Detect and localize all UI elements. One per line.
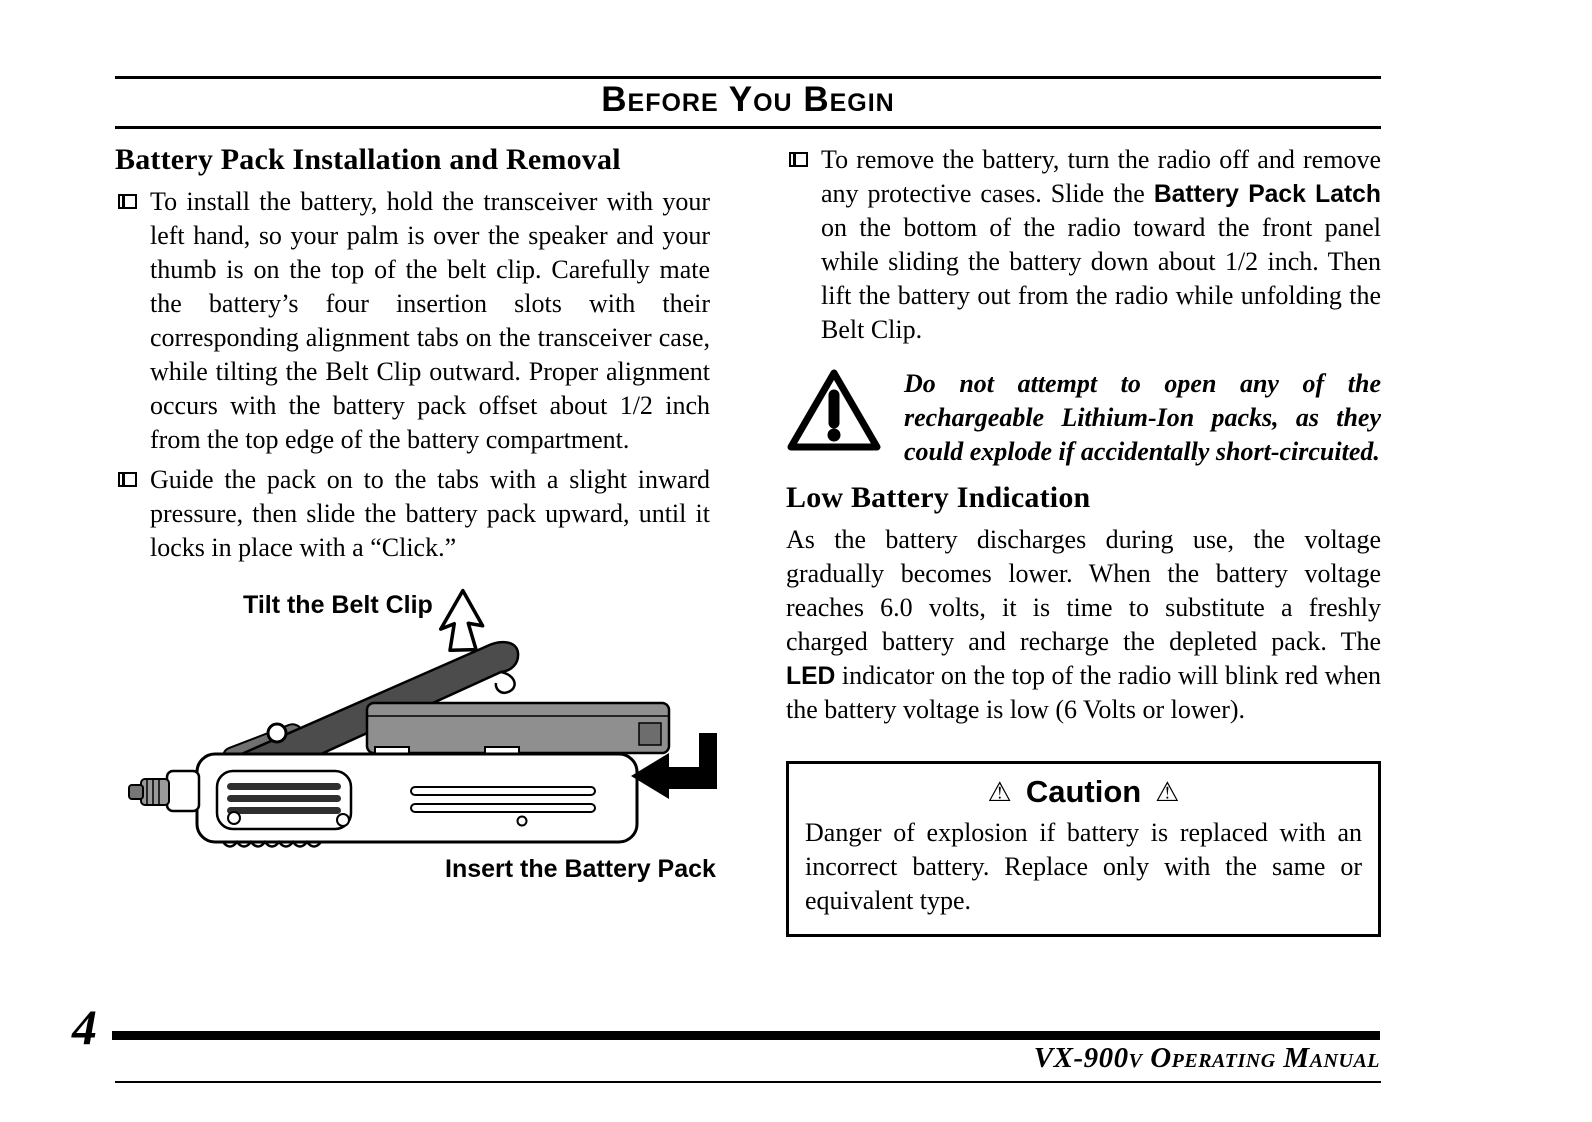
caution-box: ⚠ Caution ⚠ Danger of explosion if batte… — [786, 761, 1381, 938]
section-header: Before You Begin — [115, 76, 1381, 129]
two-column-layout: Battery Pack Installation and Removal To… — [115, 143, 1381, 938]
right-column: To remove the battery, turn the radio of… — [786, 143, 1381, 938]
bullet-text-part: on the bottom of the radio toward the fr… — [821, 213, 1381, 345]
paragraph-part: As the battery discharges during use, th… — [786, 524, 1381, 656]
battery-pack-latch-term: Battery Pack Latch — [1153, 180, 1381, 208]
low-battery-heading: Low Battery Indication — [786, 480, 1091, 514]
list-item: To remove the battery, turn the radio of… — [786, 143, 1381, 348]
footer-rule — [115, 1081, 1381, 1083]
battery-pack — [365, 702, 671, 755]
led-term: LED — [786, 662, 836, 690]
warning-text: Do not attempt to open any of the rechar… — [904, 369, 1381, 466]
radio-illustration — [128, 589, 717, 848]
figure-label-tilt: Tilt the Belt Clip — [243, 591, 433, 620]
bullet-text-part: To remove the battery, turn the radio of… — [821, 144, 1381, 208]
caution-body: Danger of explosion if battery is replac… — [805, 818, 1362, 916]
warning-triangle-icon — [787, 369, 881, 451]
radio-body — [128, 746, 639, 848]
page-number: 4 — [72, 999, 97, 1055]
warning-icon: ⚠ — [1155, 776, 1180, 808]
battery-install-heading: Battery Pack Installation and Removal — [115, 142, 621, 176]
checkbox-bullet-icon — [118, 193, 137, 209]
battery-installation-figure: Tilt the Belt Clip Insert the Battery Pa… — [125, 587, 725, 899]
checkbox-bullet-icon — [118, 472, 137, 488]
left-column: Battery Pack Installation and Removal To… — [115, 142, 717, 938]
paragraph-part: indicator on the top of the radio will b… — [786, 660, 1381, 725]
caution-title-row: ⚠ Caution ⚠ — [805, 774, 1362, 810]
tilt-arrow-icon — [438, 589, 485, 653]
figure-label-insert: Insert the Battery Pack — [445, 855, 716, 884]
page-content: Before You Begin Battery Pack Installati… — [115, 76, 1381, 938]
bullet-text: Guide the pack on to the tabs with a sli… — [150, 465, 710, 563]
manual-title: VX-900v Operating Manual — [1033, 1042, 1380, 1074]
warning-note: Do not attempt to open any of the rechar… — [786, 365, 1381, 468]
list-item: Guide the pack on to the tabs with a sli… — [115, 463, 710, 565]
bullet-text: To remove the battery, turn the radio of… — [821, 143, 1381, 348]
insert-arrow-icon — [631, 733, 717, 800]
list-item: To install the battery, hold the transce… — [115, 185, 710, 457]
section-title: Before You Begin — [601, 80, 895, 119]
caution-title: Caution — [1025, 774, 1142, 810]
low-battery-paragraph: As the battery discharges during use, th… — [786, 523, 1381, 728]
bullet-text: To install the battery, hold the transce… — [150, 186, 710, 455]
warning-icon: ⚠ — [987, 776, 1012, 808]
checkbox-bullet-icon — [789, 151, 808, 167]
footer-bar — [112, 1031, 1380, 1040]
